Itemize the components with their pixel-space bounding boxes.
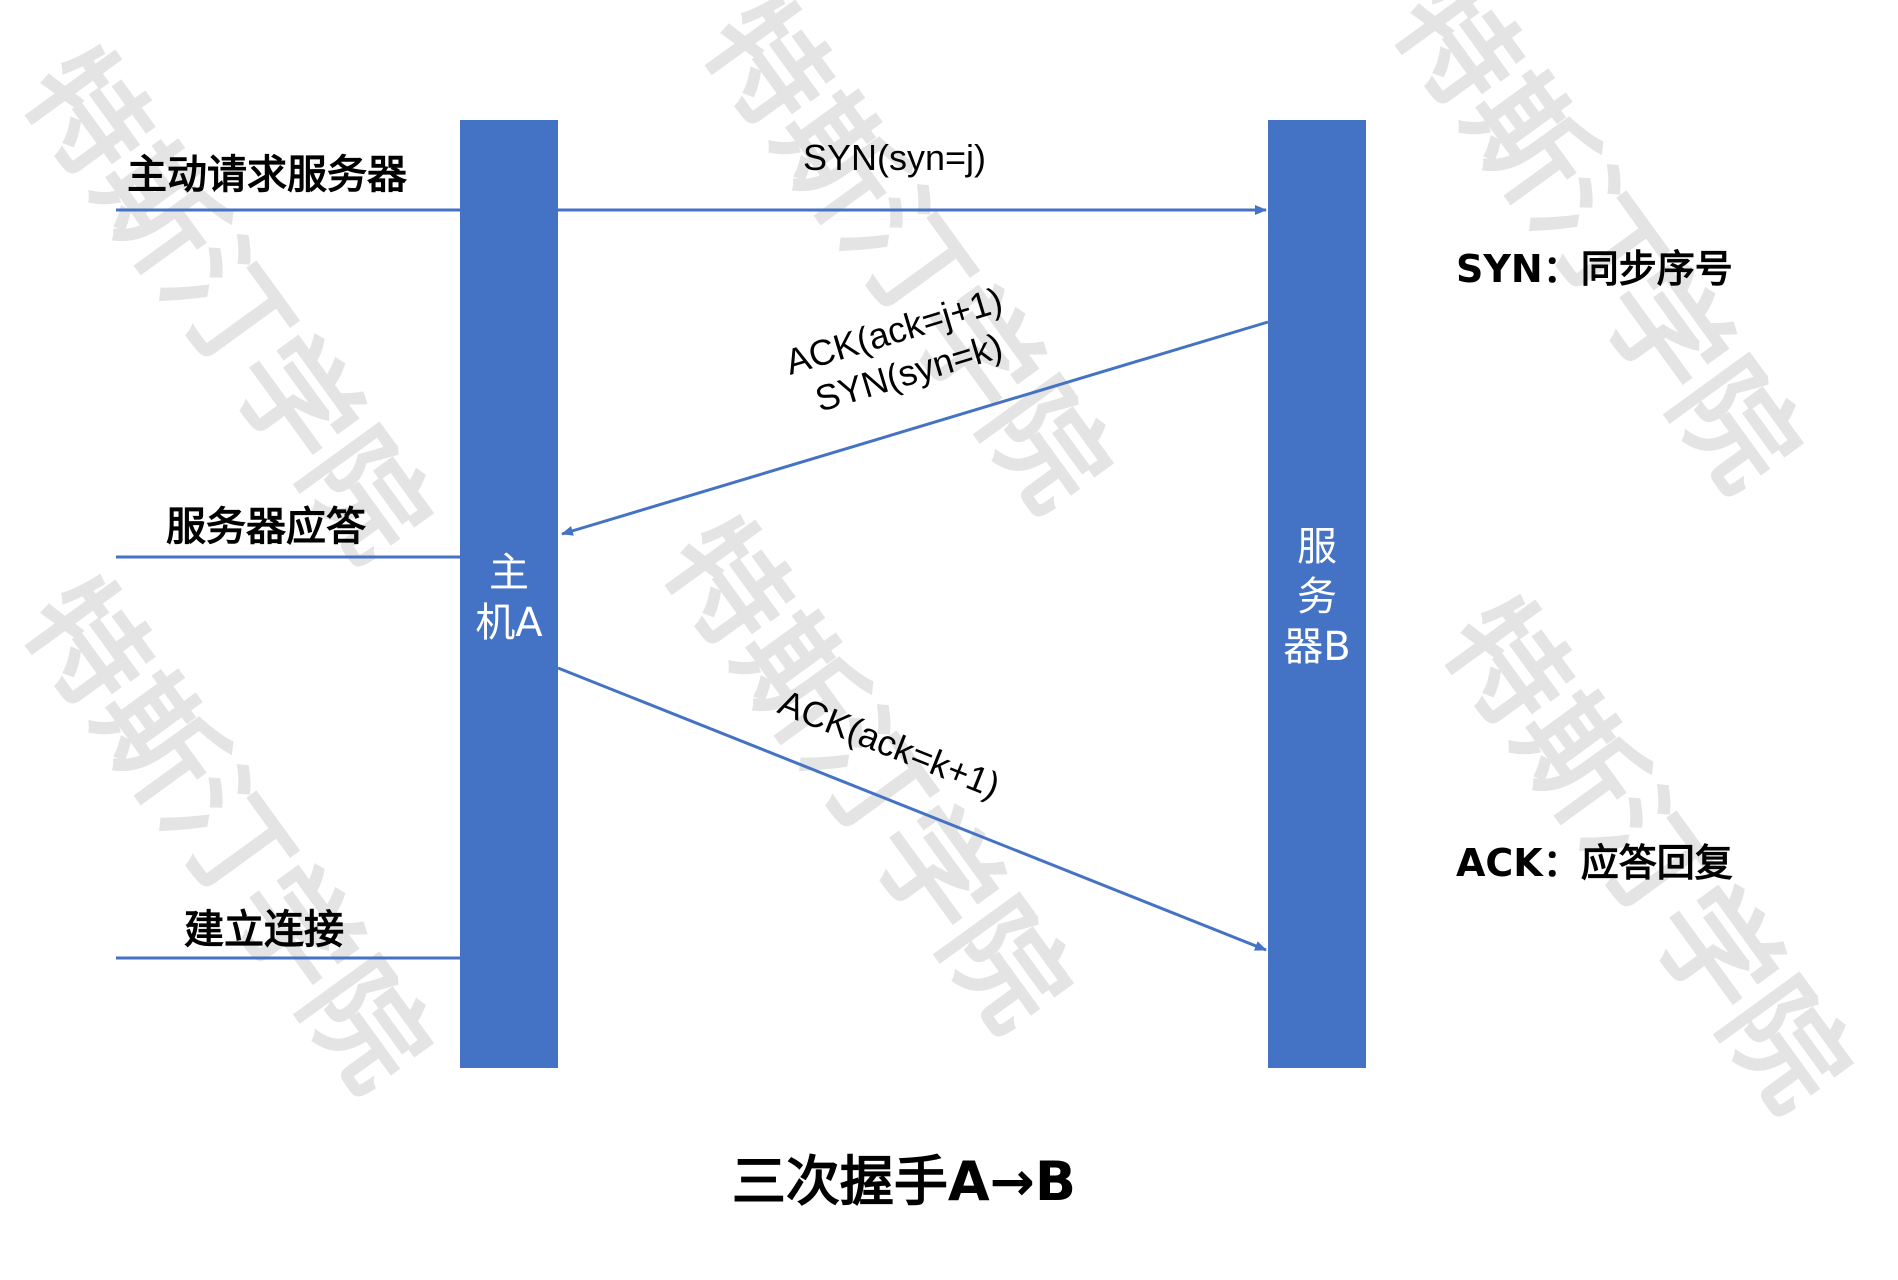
request-label: 主动请求服务器 (127, 152, 408, 198)
syn-ack-arrow (561, 320, 1269, 536)
connect-label: 建立连接 (184, 907, 344, 953)
watermark-text: 特斯汀学院 (0, 25, 456, 583)
ack-arrow (557, 666, 1267, 952)
server-b-label-line2: 务 (1297, 574, 1337, 620)
server-b-pillar (1268, 120, 1366, 1068)
diagram-title: 三次握手A→B (732, 1150, 1076, 1213)
host-a-label-line2: 机A (475, 600, 543, 646)
legend-syn: SYN：同步序号 (1456, 247, 1733, 291)
response-label: 服务器应答 (166, 504, 367, 550)
syn-message-label: SYN(syn=j) (803, 137, 986, 178)
host-a-pillar (460, 120, 558, 1068)
server-b-label-line1: 服 (1297, 524, 1337, 570)
host-a-label-line1: 主 (489, 550, 529, 596)
watermark-text: 特斯汀学院 (0, 555, 456, 1113)
legend-ack: ACK：应答回复 (1456, 841, 1733, 885)
watermark-text: 特斯汀学院 (677, 0, 1135, 534)
watermark-text: 特斯汀学院 (637, 495, 1095, 1053)
server-b-label-line3: 器B (1283, 624, 1350, 670)
